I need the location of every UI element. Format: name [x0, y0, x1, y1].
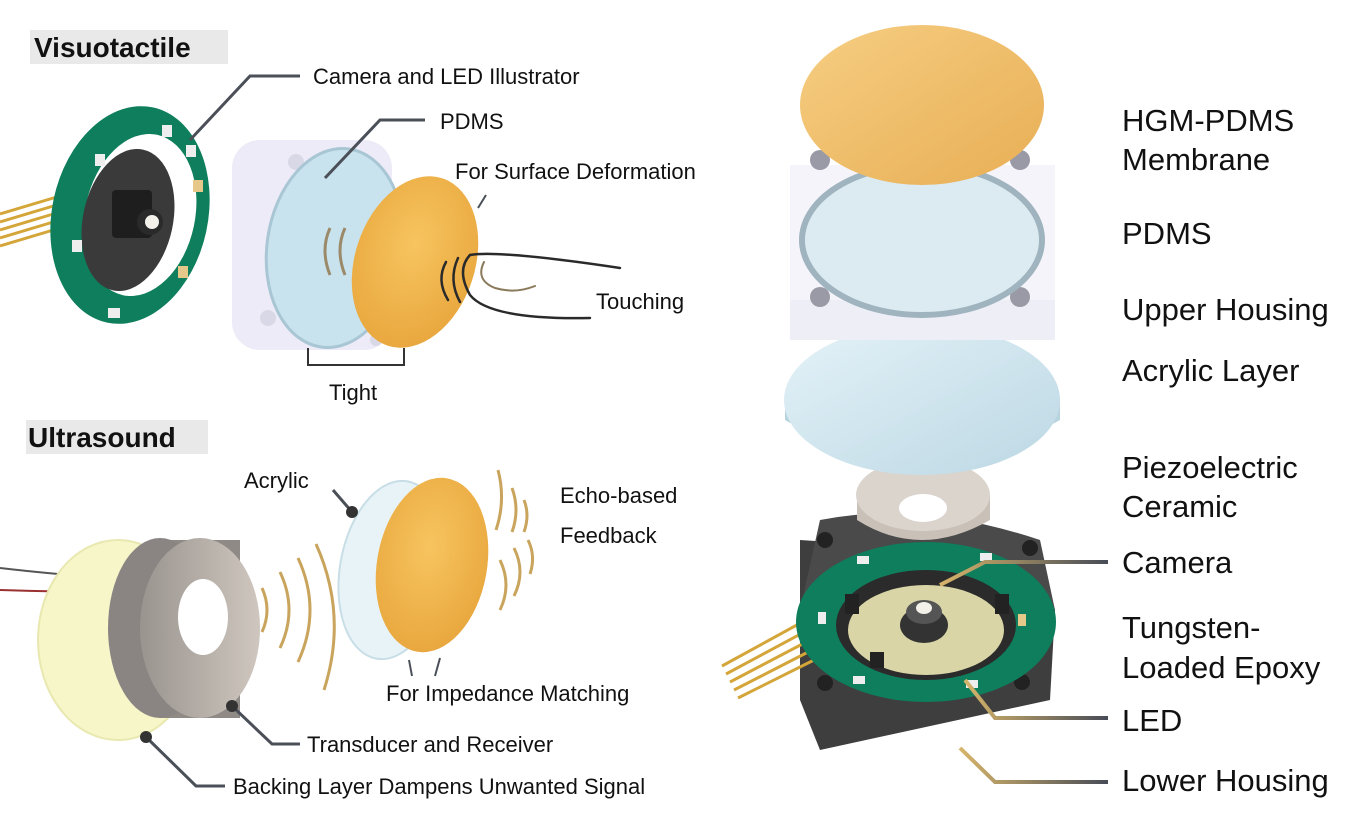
- label-pdms-left: PDMS: [440, 109, 504, 134]
- label-echo-line1: Echo-based: [560, 483, 677, 508]
- ultrasound-waves-out: [260, 543, 336, 691]
- transducer-ring: [108, 538, 260, 718]
- transducer-leader-dot: [226, 700, 238, 712]
- ultrasound-heading-highlight: [26, 420, 208, 454]
- visuotactile-heading-highlight: [30, 30, 228, 64]
- hgm-pdms-membrane: [800, 25, 1044, 185]
- camera-led-ring: [50, 106, 210, 324]
- label-acrylic-layer: Acrylic Layer: [1122, 353, 1299, 388]
- label-hgm-line2: Membrane: [1122, 142, 1270, 177]
- flex-cable-left: [0, 194, 61, 248]
- label-pdms-right: PDMS: [1122, 216, 1212, 251]
- label-upper-housing: Upper Housing: [1122, 292, 1329, 327]
- tight-bracket: [307, 348, 405, 366]
- label-tungsten-line1: Tungsten-: [1122, 610, 1260, 645]
- label-echo-line2: Feedback: [560, 523, 658, 548]
- label-piezo-line2: Ceramic: [1122, 489, 1237, 524]
- label-piezo-line1: Piezoelectric: [1122, 450, 1298, 485]
- label-impedance: For Impedance Matching: [386, 681, 629, 706]
- label-led: LED: [1122, 703, 1182, 738]
- label-touching: Touching: [596, 289, 684, 314]
- lower-pcb-ring: [796, 542, 1056, 702]
- stack-leaders: [939, 145, 1108, 784]
- impedance-disc: [375, 477, 489, 653]
- flex-cable-right: [721, 618, 815, 700]
- label-acrylic: Acrylic: [244, 468, 309, 493]
- echo-waves: [494, 469, 535, 611]
- piezo-ceramic-ring: [856, 459, 990, 540]
- label-tungsten-line2: Loaded Epoxy: [1122, 650, 1321, 685]
- label-hgm-line1: HGM-PDMS: [1122, 103, 1294, 138]
- ultrasound-heading: Ultrasound: [28, 422, 176, 453]
- label-backing: Backing Layer Dampens Unwanted Signal: [233, 774, 645, 799]
- label-camera-led: Camera and LED Illustrator: [313, 64, 580, 89]
- visuotactile-heading: Visuotactile: [34, 32, 191, 63]
- touching-finger: [440, 252, 622, 320]
- visuotactile-leaders: [188, 74, 487, 209]
- acrylic-leader-dot: [346, 506, 358, 518]
- label-lower-housing: Lower Housing: [1122, 763, 1329, 798]
- acrylic-layer-disc: [784, 325, 1060, 475]
- label-tight: Tight: [329, 380, 377, 405]
- label-camera: Camera: [1122, 545, 1233, 580]
- label-transducer: Transducer and Receiver: [307, 732, 553, 757]
- visuotactile-membrane: [351, 176, 479, 348]
- ultrasound-leaders: [144, 489, 441, 788]
- label-surface-deformation: For Surface Deformation: [455, 159, 696, 184]
- backing-leader-dot: [140, 731, 152, 743]
- pdms-layer-disc: [799, 162, 1045, 318]
